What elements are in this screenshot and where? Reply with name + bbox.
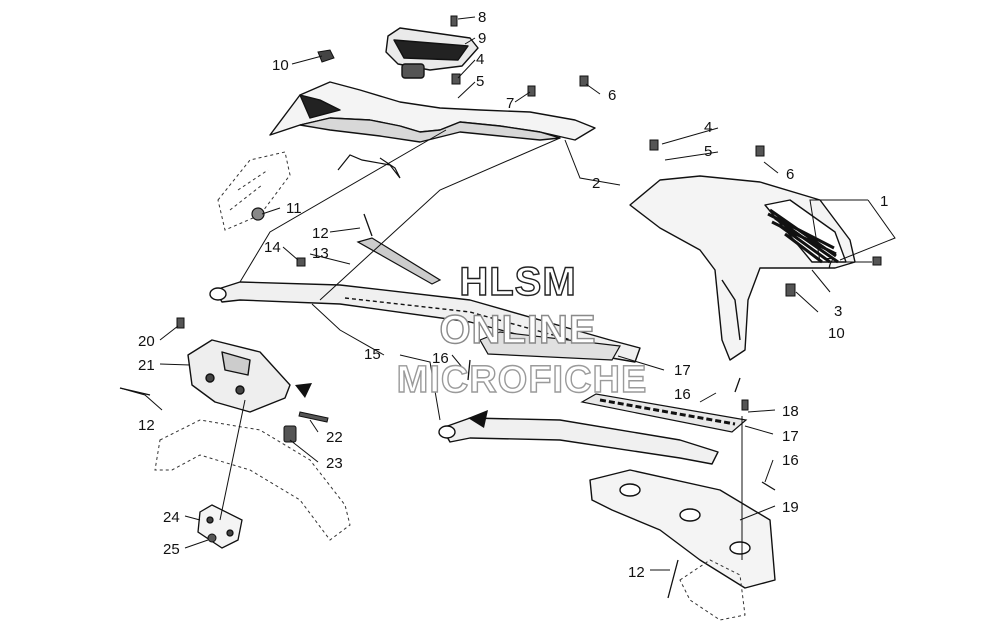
callout-7-right: 7 xyxy=(826,255,834,272)
callout-14: 14 xyxy=(264,239,281,256)
callout-1: 1 xyxy=(880,193,888,210)
trim-strip-13 xyxy=(356,237,442,285)
left-side-bracket xyxy=(217,151,291,231)
screw-4b-right xyxy=(755,145,765,157)
callout-12-mid: 12 xyxy=(312,225,329,242)
callout-16-a: 16 xyxy=(432,350,449,367)
callout-7-top: 7 xyxy=(506,95,514,112)
callout-16-b: 16 xyxy=(674,386,691,403)
small-clip-wire xyxy=(337,154,401,179)
callout-15: 15 xyxy=(364,346,381,363)
upper-console-panel xyxy=(269,81,596,143)
callout-10-right: 10 xyxy=(828,325,845,342)
callout-22: 22 xyxy=(326,429,343,446)
callout-10-top: 10 xyxy=(272,57,289,74)
watermark-line-3: MICROFICHE xyxy=(397,359,648,401)
callout-16-c: 16 xyxy=(782,452,799,469)
nut-25 xyxy=(207,533,217,543)
tie-12-mid xyxy=(363,213,373,237)
footrest-17-lower xyxy=(580,393,748,433)
callout-12-left: 12 xyxy=(138,417,155,434)
screw-18 xyxy=(741,399,749,411)
callout-numbers: 1 2 3 4 4 5 5 6 6 7 7 8 9 10 10 11 12 12… xyxy=(138,9,888,581)
callout-13: 13 xyxy=(312,245,329,262)
tie-12-lower xyxy=(667,559,679,599)
upper-rail xyxy=(209,281,641,363)
callout-17-b: 17 xyxy=(782,428,799,445)
bolt-22 xyxy=(298,411,329,423)
callout-9: 9 xyxy=(478,30,486,47)
callout-23: 23 xyxy=(326,455,343,472)
lower-rail xyxy=(438,417,719,465)
callout-21: 21 xyxy=(138,357,155,374)
gauge-housing xyxy=(385,27,479,79)
callout-12-lower: 12 xyxy=(628,564,645,581)
bracket-21 xyxy=(187,339,291,413)
screw-7-right xyxy=(872,256,882,266)
right-side-panel xyxy=(629,175,856,361)
watermark: HLSM ONLINE MICROFICHE xyxy=(396,259,648,401)
tie-16-b xyxy=(734,377,741,393)
callout-2: 2 xyxy=(592,175,600,192)
callout-6-right: 6 xyxy=(786,166,794,183)
callout-18: 18 xyxy=(782,403,799,420)
callout-3: 3 xyxy=(834,303,842,320)
nut-11 xyxy=(251,207,265,221)
callout-8: 8 xyxy=(478,9,486,26)
watermark-line-2: ONLINE xyxy=(439,308,596,352)
arrow-markers xyxy=(295,383,488,428)
lower-left-frame xyxy=(154,419,351,541)
lower-right-frame xyxy=(679,559,746,621)
callout-25: 25 xyxy=(163,541,180,558)
screw-4-top xyxy=(451,73,461,85)
callout-11: 11 xyxy=(286,200,302,217)
callout-4-top: 4 xyxy=(476,51,484,68)
tie-16-a xyxy=(467,359,471,381)
callout-5-right: 5 xyxy=(704,143,712,160)
screw-14 xyxy=(296,257,306,267)
rivet-10-right xyxy=(785,283,796,297)
callout-5-top: 5 xyxy=(476,73,484,90)
leader-lines xyxy=(119,16,896,571)
callout-17-a: 17 xyxy=(674,362,691,379)
callout-4-right: 4 xyxy=(704,119,712,136)
screw-8 xyxy=(450,15,458,27)
footrest-17-upper xyxy=(479,331,621,361)
watermark-line-1: HLSM xyxy=(459,260,576,304)
screw-4b-top xyxy=(579,75,589,87)
fasteners xyxy=(176,15,882,543)
callout-6-top: 6 xyxy=(608,87,616,104)
screw-7-top xyxy=(527,85,536,97)
clip-23 xyxy=(283,425,297,443)
callout-19: 19 xyxy=(782,499,799,516)
callout-20: 20 xyxy=(138,333,155,350)
push-rivet-10-top xyxy=(317,49,335,63)
footrest-plate-19 xyxy=(589,469,776,589)
callout-24: 24 xyxy=(163,509,180,526)
screw-4-right xyxy=(649,139,659,151)
tie-16-c xyxy=(761,481,776,491)
screw-20 xyxy=(176,317,185,329)
